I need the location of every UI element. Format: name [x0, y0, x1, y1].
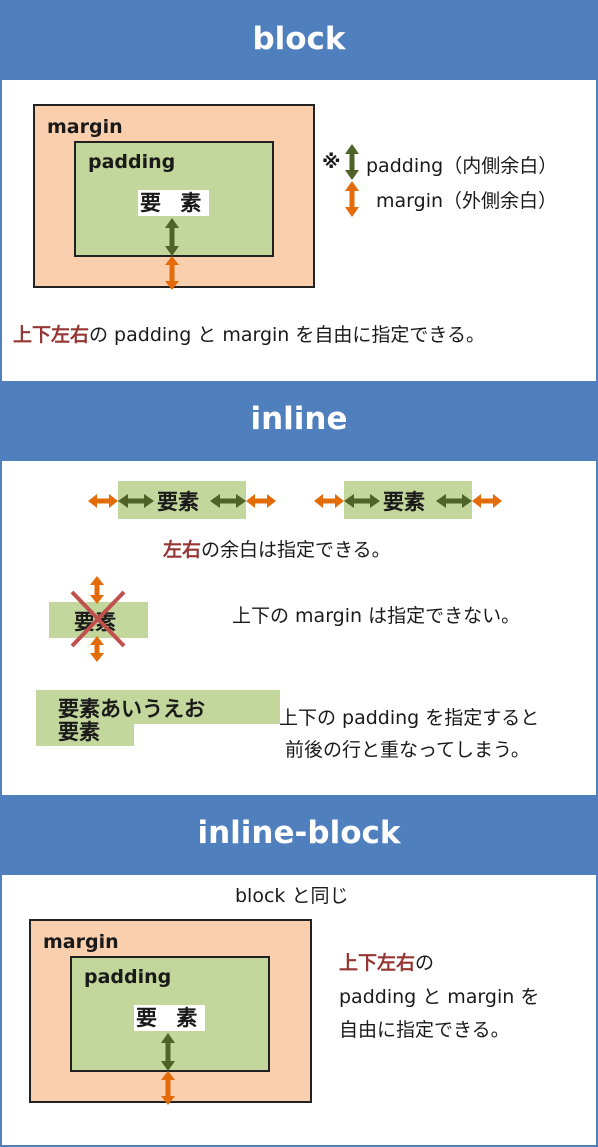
inline-2-padding-left-arrow [344, 494, 380, 508]
inline-1-padding-right-arrow [210, 494, 246, 508]
block-header: block [0, 0, 598, 80]
block-padding-arrow [165, 218, 179, 256]
inline-element-1-label: 要素 [157, 490, 199, 514]
inline-top-margin-arrow [90, 576, 104, 604]
inline-lr-caption: 左右の余白は指定できる。 [163, 535, 391, 562]
inline-overlap-box-2 [36, 722, 134, 746]
block-caption-rest: の padding と margin を自由に指定できる。 [89, 324, 486, 346]
inline-1-padding-left-arrow [118, 494, 154, 508]
inline-padding-note-line-2: 前後の行と重なってしまう。 [285, 739, 530, 761]
inline-block-padding-label: padding [84, 966, 172, 988]
inline-2-margin-left-arrow [314, 494, 344, 508]
block-element: 要 素 [138, 190, 210, 216]
inline-2-margin-right-arrow [472, 494, 502, 508]
inline-block-caption-rest: の [415, 952, 435, 974]
inline-1-margin-right-arrow [246, 494, 276, 508]
inline-block-header: inline-block [0, 795, 598, 875]
inline-block-same-as: block と同じ [235, 885, 349, 907]
inline-header: inline [0, 381, 598, 461]
block-caption: 上下左右の padding と margin を自由に指定できる。 [13, 320, 485, 347]
inline-element-2-label: 要素 [383, 490, 425, 514]
inline-overlap-line-1: 要素あいうえお [58, 697, 205, 721]
legend-padding-arrow [345, 144, 359, 180]
block-margin-label: margin [47, 116, 123, 138]
inline-block-margin-label: margin [43, 931, 119, 953]
inline-block-element: 要 素 [134, 1005, 206, 1031]
inline-block-margin-arrow [161, 1071, 175, 1105]
legend-padding-text: padding（内側余白） [366, 155, 558, 177]
inline-no-margin-text: 上下の margin は指定できない。 [232, 605, 521, 627]
block-margin-arrow [165, 256, 179, 290]
legend-mark: ※ [322, 151, 341, 173]
inline-1-margin-left-arrow [88, 494, 118, 508]
block-title: block [252, 21, 346, 57]
cross-mark-icon [70, 590, 126, 648]
inline-block-caption-line-2: padding と margin を [339, 986, 540, 1008]
inline-lr-caption-rest: の余白は指定できる。 [201, 539, 391, 561]
inline-overlap-line-2: 要素 [58, 720, 100, 744]
inline-padding-note-line-1: 上下の padding を指定すると [279, 707, 540, 729]
inline-2-padding-right-arrow [436, 494, 472, 508]
legend-margin-arrow [345, 181, 359, 217]
inline-overlap-box-1 [36, 690, 280, 724]
legend-margin-text: margin（外側余白） [376, 190, 558, 212]
inline-title: inline [250, 401, 348, 437]
inline-block-caption-line-3: 自由に指定できる。 [339, 1019, 510, 1041]
block-padding-label: padding [88, 151, 176, 173]
inline-block-caption-highlight: 上下左右 [339, 952, 416, 974]
block-caption-highlight: 上下左右 [13, 324, 90, 346]
inline-block-padding-arrow [161, 1033, 175, 1071]
inline-block-caption-line-1: 上下左右の [339, 948, 434, 975]
inline-block-title: inline-block [197, 815, 401, 851]
inline-bottom-margin-arrow [90, 636, 104, 662]
inline-lr-caption-highlight: 左右 [163, 539, 202, 561]
